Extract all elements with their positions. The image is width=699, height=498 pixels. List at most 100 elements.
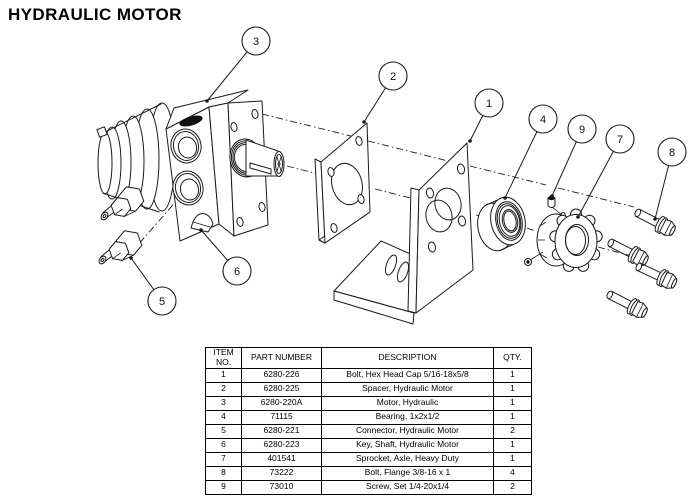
table-cell: 2 — [493, 423, 532, 439]
callout-circle — [474, 88, 504, 118]
bearing-drawing — [477, 196, 526, 252]
callout-leader-dot — [199, 228, 203, 232]
callout-2: 2 — [362, 61, 408, 124]
callout-number: 6 — [234, 266, 240, 278]
table-cell: 8 — [205, 465, 242, 481]
table-cell: 6280-226 — [241, 367, 322, 383]
callout-5: 5 — [129, 256, 177, 316]
callout-leader-dot — [550, 194, 554, 198]
table-cell: 71115 — [241, 409, 322, 425]
table-cell: Connector, Hydraulic Motor — [321, 423, 494, 439]
callout-leader-line — [551, 141, 577, 197]
motor-shaft — [229, 138, 285, 178]
table-cell: 1 — [205, 367, 242, 383]
motor-ports — [170, 128, 204, 206]
table-cell: 73222 — [241, 465, 322, 481]
table-cell: 1 — [493, 367, 532, 383]
callout-number: 1 — [486, 98, 492, 110]
table-cell: 1 — [493, 409, 532, 425]
sprocket-drawing — [536, 208, 603, 272]
table-cell: 6280-220A — [241, 395, 322, 411]
callout-leader-dot — [205, 99, 209, 103]
table-cell: Bolt, Flange 3/8-16 x 1 — [321, 465, 494, 481]
callout-circle — [567, 114, 597, 144]
table-cell: 6280-225 — [241, 381, 322, 397]
callout-leader-dot — [468, 139, 472, 143]
table-cell: 2 — [205, 381, 242, 397]
flange-bolts-drawing — [603, 203, 680, 322]
table-cell: 1 — [493, 437, 532, 453]
table-cell: 6 — [205, 437, 242, 453]
column-header: QTY. — [493, 347, 532, 369]
motor-port-plug — [179, 115, 203, 127]
callout-leader-line — [200, 229, 229, 261]
callout-9: 9 — [550, 114, 597, 198]
table-cell: 6280-223 — [241, 437, 322, 453]
flange-bolt — [631, 203, 679, 240]
hydraulic-motor-drawing — [96, 89, 285, 242]
table-cell: 4 — [493, 465, 532, 481]
callout-leader-dot — [129, 256, 133, 260]
bracket-slot — [384, 254, 398, 276]
table-cell: Spacer, Hydraulic Motor — [321, 381, 494, 397]
callout-leader-line — [363, 87, 387, 123]
callout-leader-line — [206, 51, 248, 102]
callout-number: 9 — [579, 124, 585, 136]
column-header: DESCRIPTION — [321, 347, 494, 369]
table-cell: 1 — [493, 395, 532, 411]
table-cell: 1 — [493, 451, 532, 467]
shaft-key-drawing — [190, 212, 214, 233]
callout-leader-line — [577, 150, 614, 218]
callout-leader-dot — [362, 120, 366, 124]
callout-number: 7 — [617, 134, 623, 146]
table-cell: Key, Shaft, Hydraulic Motor — [321, 437, 494, 453]
callout-number: 4 — [540, 114, 546, 126]
callout-leader-dot — [653, 217, 657, 221]
callout-leader-dot — [576, 215, 580, 219]
table-cell: 6280-221 — [241, 423, 322, 439]
callout-leader-dot — [503, 196, 507, 200]
callout-circle — [378, 61, 408, 91]
callout-6: 6 — [199, 228, 252, 286]
callout-4: 4 — [503, 104, 558, 200]
callout-circle — [147, 286, 177, 316]
table-cell: 5 — [205, 423, 242, 439]
callout-number: 8 — [669, 147, 675, 159]
table-cell: Bearing, 1x2x1/2 — [321, 409, 494, 425]
shaft-keyway — [249, 162, 272, 175]
table-cell: 73010 — [241, 479, 322, 495]
callout-1: 1 — [468, 88, 504, 143]
table-cell: 2 — [493, 479, 532, 495]
page-title: HYDRAULIC MOTOR — [8, 5, 182, 24]
flange-bolt — [604, 233, 652, 270]
callout-leader-line — [654, 165, 670, 220]
callout-number: 5 — [159, 296, 165, 308]
callout-7: 7 — [576, 124, 635, 219]
table-cell: 401541 — [241, 451, 322, 467]
table-cell: Motor, Hydraulic — [321, 395, 494, 411]
table-cell: 9 — [205, 479, 242, 495]
connector-fittings-drawing — [97, 186, 145, 266]
spacer-plate-drawing — [314, 122, 371, 244]
table-cell: 4 — [205, 409, 242, 425]
table-cell: Sprocket, Axle, Heavy Duty — [321, 451, 494, 467]
bracket-slot — [396, 261, 410, 283]
callout-8: 8 — [653, 137, 687, 221]
flange-bolt — [603, 285, 651, 322]
callout-number: 2 — [390, 71, 396, 83]
table-cell: 1 — [493, 381, 532, 397]
callout-circle — [657, 137, 687, 167]
callout-circle — [222, 256, 252, 286]
connector-lower — [97, 230, 143, 266]
callout-leader-line — [130, 257, 155, 291]
